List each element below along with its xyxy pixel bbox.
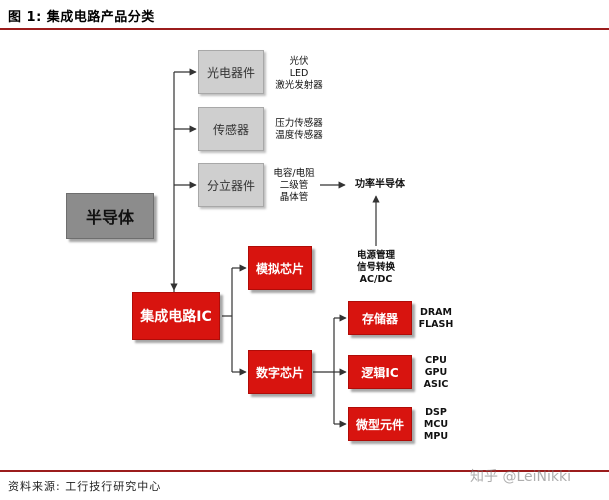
logic-ic-label: 逻辑IC <box>361 365 399 380</box>
sensor-label: 传感器 <box>212 122 249 137</box>
discrete-notes: 电容/电阻 二级管 晶体管 <box>268 168 320 204</box>
memory-label: 存储器 <box>361 311 398 326</box>
note-pressure: 压力传感器 <box>275 118 323 129</box>
digital-chip-label: 数字芯片 <box>255 365 304 380</box>
power-semiconductor-label: 功率半导体 <box>355 179 405 190</box>
note-transistor: 晶体管 <box>279 192 309 203</box>
note-signal-conv: 信号转换 <box>356 262 395 273</box>
note-diode: 二级管 <box>279 180 309 191</box>
optoelectronic-label: 光电器件 <box>206 65 255 80</box>
note-acdc: AC/DC <box>359 274 393 285</box>
note-laser: 激光发射器 <box>275 80 323 91</box>
note-asic: ASIC <box>423 379 449 390</box>
note-cpu: CPU <box>425 355 447 366</box>
optoelectronic-node: 光电器件 <box>198 50 264 94</box>
note-led: LED <box>289 68 309 79</box>
note-flash: FLASH <box>418 319 454 330</box>
top-divider <box>0 28 609 30</box>
digital-chip-node: 数字芯片 <box>248 350 312 394</box>
figure-title: 图 1: 集成电路产品分类 <box>8 10 155 25</box>
analog-chip-label: 模拟芯片 <box>255 261 304 276</box>
logic-notes: CPU GPU ASIC <box>416 355 456 391</box>
memory-node: 存储器 <box>348 301 412 335</box>
semiconductor-label: 半导体 <box>85 208 134 227</box>
note-mpu: MPU <box>423 431 449 442</box>
micro-component-node: 微型元件 <box>348 407 412 441</box>
note-temperature: 温度传感器 <box>275 130 323 141</box>
micro-component-label: 微型元件 <box>355 417 404 432</box>
bottom-divider <box>0 470 609 472</box>
analog-functions-notes: 电源管理 信号转换 AC/DC <box>346 250 406 286</box>
ic-node: 集成电路IC <box>132 292 220 340</box>
note-dram: DRAM <box>419 307 452 318</box>
logic-ic-node: 逻辑IC <box>348 355 412 389</box>
semiconductor-node: 半导体 <box>66 193 154 239</box>
watermark: 知乎 @LeiNikki <box>470 469 571 485</box>
micro-notes: DSP MCU MPU <box>416 407 456 443</box>
analog-chip-node: 模拟芯片 <box>248 246 312 290</box>
discrete-node: 分立器件 <box>198 163 264 207</box>
note-dsp: DSP <box>425 407 447 418</box>
discrete-label: 分立器件 <box>206 178 255 193</box>
sensor-node: 传感器 <box>198 107 264 151</box>
note-gpu: GPU <box>424 367 448 378</box>
note-mcu: MCU <box>423 419 449 430</box>
sensor-notes: 压力传感器 温度传感器 <box>268 118 330 142</box>
note-capacitor: 电容/电阻 <box>273 168 315 179</box>
source-note: 资料来源: 工行技行研究中心 <box>8 480 162 493</box>
optoelectronic-notes: 光伏 LED 激光发射器 <box>270 56 328 92</box>
ic-label: 集成电路IC <box>140 309 212 325</box>
memory-notes: DRAM FLASH <box>416 307 456 331</box>
note-pv: 光伏 <box>289 56 309 67</box>
note-power-mgmt: 电源管理 <box>356 250 395 261</box>
